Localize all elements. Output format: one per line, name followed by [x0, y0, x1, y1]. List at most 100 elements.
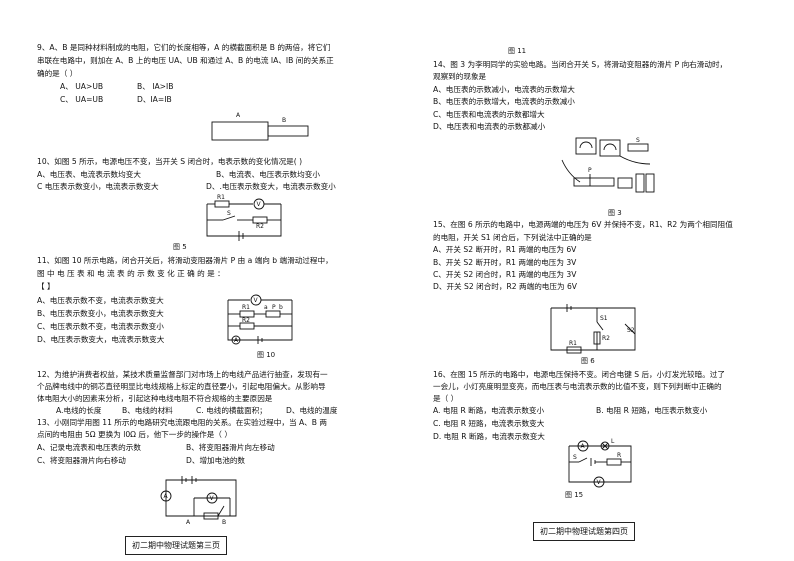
- q14-option-d: D、电压表和电流表的示数都减小: [433, 122, 546, 131]
- q9-option-d: D、IA=IB: [137, 95, 172, 104]
- fig15-lamp: [600, 441, 610, 451]
- fig3-caption: 图 3: [608, 209, 622, 217]
- q13-option-c: C、将变阻器滑片向右移动: [37, 456, 126, 465]
- q15-option-c: C、开关 S2 闭合时，R1 两端的电压为 3V: [433, 270, 577, 279]
- q15-line1: 15、在图 6 所示的电路中，电源两端的电压为 6V 并保持不变，R1、R2 为…: [433, 220, 733, 229]
- q11-option-a: A、电压表示数不变，电流表示数变大: [37, 296, 164, 305]
- q12-line1: 12、为维护消费者权益，某技术质量监督部门对市场上的电线产品进行抽查，发现有一: [37, 370, 328, 379]
- q10-option-c: C 电压表示数变小，电流表示数变大: [37, 182, 159, 191]
- fig10-ammeter: [231, 335, 241, 345]
- svg-text:S: S: [636, 137, 640, 144]
- svg-text:P: P: [272, 304, 276, 311]
- q13-option-b: B、将变阻器滑片向左移动: [186, 443, 275, 452]
- fig10-rheostat: [265, 310, 281, 318]
- fig15-ammeter: [577, 440, 589, 452]
- q12-option-a: A.电线的长度: [56, 406, 102, 415]
- svg-text:S: S: [227, 210, 231, 217]
- q15-option-d: D、开关 S2 闭合时，R2 两端的电压为 6V: [433, 282, 578, 291]
- svg-text:R1: R1: [242, 304, 250, 311]
- fig3-rheostat-device: [573, 177, 615, 187]
- fig15-caption: 图 15: [565, 491, 584, 499]
- fig11-voltmeter: [206, 492, 218, 504]
- q16-option-c: C. 电阻 R 短路，电流表示数变大: [433, 419, 545, 428]
- q12-option-d: D、电线的温度: [286, 406, 338, 415]
- conductor-b: [267, 125, 309, 137]
- q14-option-a: A、电压表的示数减小，电流表的示数增大: [433, 85, 575, 94]
- svg-text:V: V: [597, 479, 602, 486]
- fig6-s2: [624, 323, 636, 335]
- svg-text:P: P: [588, 167, 592, 174]
- svg-text:S: S: [573, 454, 577, 461]
- q16-line3: 是（ ）: [433, 394, 459, 403]
- q16-option-a: A. 电阻 R 断路，电流表示数变小: [433, 406, 545, 415]
- q13-option-a: A、记录电流表和电压表的示数: [37, 443, 141, 452]
- fig15-circuit: A L S R V: [568, 438, 632, 488]
- q15-line2: 的电阻，开关 S1 闭合后，下列说法中正确的是: [433, 233, 592, 242]
- q9-line3: 确的是（ ）: [37, 69, 78, 78]
- svg-text:R1: R1: [569, 340, 577, 347]
- fig10-caption: 图 10: [257, 351, 276, 359]
- q11-option-b: B、电压表示数变小，电流表示数变大: [37, 309, 164, 318]
- q9-line1: 9、A、B 是同种材料制成的电阻，它们的长度相等，A 的横截面积是 B 的两倍，…: [37, 43, 331, 52]
- q15-option-b: B、开关 S2 断开时，R1 两端的电压为 3V: [433, 258, 577, 267]
- svg-text:a: a: [264, 304, 268, 311]
- fig3-ammeter-device: [575, 137, 597, 155]
- q12-option-b: B、电线的材料: [122, 406, 173, 415]
- svg-text:A: A: [164, 493, 169, 500]
- q16-line2: 一会儿，小灯亮度明显变亮，而电压表与电流表示数的比值不变，则下列判断中正确的: [433, 382, 722, 391]
- q11-line3: 【 】: [37, 282, 55, 291]
- svg-text:V: V: [210, 495, 215, 502]
- fig5-caption: 图 5: [173, 243, 187, 251]
- svg-text:A: A: [581, 443, 586, 450]
- fig3-battery-2: [645, 173, 655, 193]
- q12-line2: 个品牌电线中的铜芯直径明显比电线规格上标定的直径要小，引起电阻偏大。从影响导: [37, 382, 326, 391]
- q13-line2: 点间的电阻由 5Ω 更换为 l0Ω 后，他下一步的操作是（ ）: [37, 430, 232, 439]
- svg-text:V: V: [254, 297, 259, 304]
- q9-option-c: C、 UA=UB: [60, 95, 104, 104]
- svg-text:V: V: [257, 201, 262, 208]
- fig3-resistor-device: [617, 177, 633, 189]
- svg-text:A: A: [234, 337, 239, 344]
- right-page-footer: 初二期中物理试题第四页: [533, 522, 635, 541]
- q11-line2: 图 中 电 压 表 和 电 流 表 的 示 数 变 化 正 确 的 是 ：: [37, 269, 225, 278]
- q12-line3: 体电阻大小的因素来分析，引起这种电线电阻不符合规格的主要原因是: [37, 394, 273, 403]
- svg-text:R2: R2: [256, 223, 264, 230]
- svg-text:b: b: [279, 304, 283, 311]
- q9-line2: 串联在电路中，则加在 A、B 上的电压 UA、UB 和通过 A、B 的电流 IA…: [37, 56, 334, 65]
- fig6-circuit: S1 R2 S2 R1: [550, 304, 636, 354]
- q14-option-c: C、电压表和电流表的示数都增大: [433, 110, 545, 119]
- fig6-caption: 图 6: [581, 357, 595, 365]
- fig15-resistor: [606, 458, 622, 466]
- q14-option-b: B、电压表的示数增大，电流表的示数减小: [433, 97, 575, 106]
- conductor-a-label: A: [236, 112, 241, 119]
- fig3-switch-device: [627, 143, 649, 152]
- fig5-circuit: V R1 S R2: [206, 194, 282, 241]
- svg-text:B: B: [222, 519, 226, 526]
- fig6-r2: [593, 331, 601, 345]
- q14-line2: 观察到的现象是: [433, 72, 487, 81]
- fig15-switch: [578, 457, 588, 463]
- conductor-b-label: B: [282, 117, 286, 124]
- fig11-slider: [217, 505, 225, 517]
- svg-text:R1: R1: [217, 194, 225, 201]
- q11-option-d: D、电压表示数变大，电流表示数变大: [37, 335, 165, 344]
- fig5-r1: [214, 200, 230, 208]
- svg-text:S1: S1: [600, 315, 608, 322]
- q11-option-c: C、电压表示数不变，电流表示数变小: [37, 322, 164, 331]
- q9-option-b: B、 IA>IB: [137, 82, 174, 91]
- fig6-s1: [596, 321, 604, 331]
- q16-option-d: D. 电阻 R 断路，电流表示数变大: [433, 432, 545, 441]
- svg-text:R2: R2: [242, 317, 250, 324]
- fig3-battery-1: [635, 173, 645, 193]
- svg-text:A: A: [186, 519, 191, 526]
- q12-option-c: C. 电线的横截面积；: [196, 406, 267, 415]
- q9-conductor-figure: A B: [211, 112, 309, 141]
- q10-option-a: A、电压表、电流表示数均变大: [37, 170, 141, 179]
- q13-option-d: D、增加电池的数: [186, 456, 246, 465]
- svg-text:L: L: [611, 438, 615, 445]
- fig15-voltmeter: [593, 476, 605, 488]
- q9-option-a: A、 UA>UB: [60, 82, 104, 91]
- fig11-caption: 图 11: [508, 47, 527, 55]
- q16-option-b: B. 电阻 R 短路，电压表示数变小: [596, 406, 708, 415]
- q11-line1: 11、如图 10 所示电路，闭合开关后，将滑动变阻器滑片 P 由 a 端向 b …: [37, 256, 333, 265]
